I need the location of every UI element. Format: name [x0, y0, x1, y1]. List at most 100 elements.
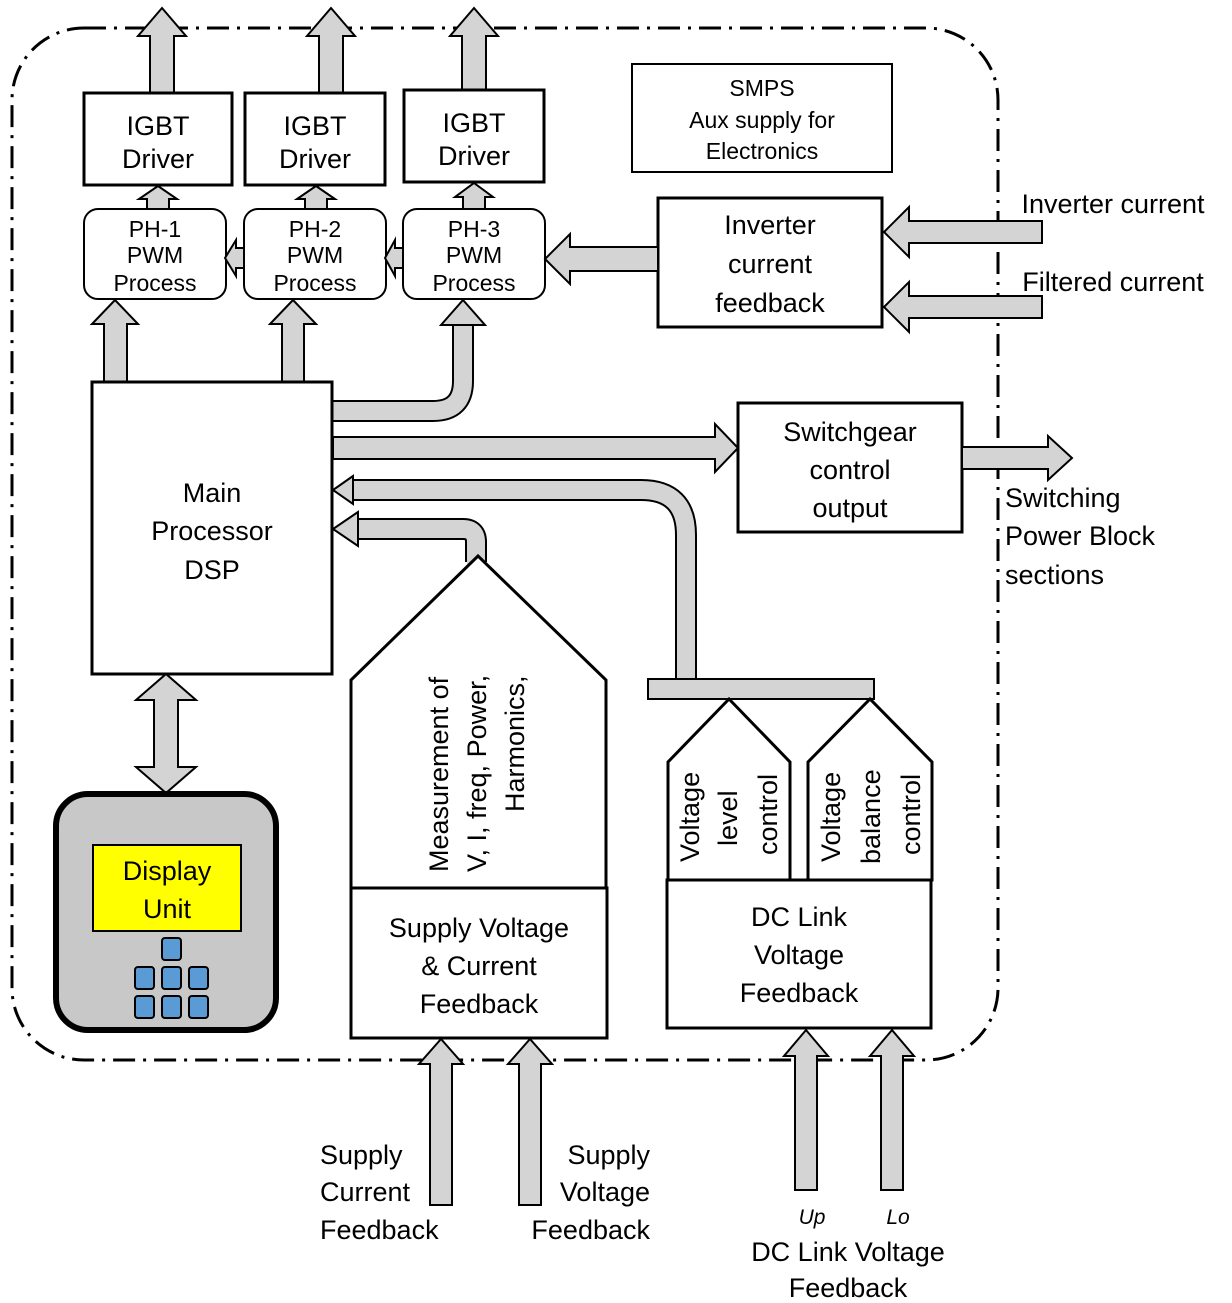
- smps-box: [631, 63, 893, 173]
- dclink-label-line3: Feedback: [740, 978, 859, 1008]
- keypad-key[interactable]: [161, 995, 182, 1019]
- filtered-current-label: Filtered current: [1022, 267, 1204, 297]
- dsp-label-line2: Processor: [151, 516, 273, 546]
- inverter-current-label: Inverter current: [1021, 189, 1205, 219]
- pwm3-label-line2: PWM: [446, 242, 502, 268]
- vbc-label-line1: Voltage: [816, 772, 846, 862]
- svf-label-line1: Supply: [567, 1140, 650, 1170]
- svcf-label-line3: Feedback: [420, 989, 539, 1019]
- measurement-label-line1: Measurement of: [424, 676, 454, 872]
- vbc-label-line3: control: [896, 774, 926, 855]
- pwm1-label-line2: PWM: [127, 242, 183, 268]
- igbt2-output-arrow: [304, 6, 358, 94]
- icf-label-line3: feedback: [715, 288, 825, 318]
- igbt3-label-line2: Driver: [438, 141, 510, 171]
- pwm2-to-igbt2-arrow: [293, 184, 339, 210]
- scf-label-line2: Current: [320, 1177, 411, 1207]
- igbt1-label-line2: Driver: [122, 144, 194, 174]
- main-processor-dsp-box: [90, 380, 334, 676]
- dsp-label-line1: Main: [183, 478, 242, 508]
- smps-label-line2: Aux supply for: [689, 107, 835, 133]
- pwm1-label-line1: PH-1: [129, 216, 181, 242]
- pwm3-to-pwm2-arrow: [383, 236, 404, 280]
- dc-link-bus-bar: [647, 678, 875, 700]
- scf-label-line1: Supply: [320, 1140, 403, 1170]
- dclink-up-input-arrow: [781, 1028, 831, 1191]
- keypad-key[interactable]: [134, 966, 155, 990]
- up-label: Up: [799, 1206, 826, 1229]
- display-label-line2: Unit: [143, 894, 192, 924]
- spb-label-line2: Power Block: [1005, 521, 1156, 551]
- measurement-label-line3: Harmonics,: [500, 675, 530, 812]
- vlc-label-line2: level: [713, 790, 743, 846]
- switchgear-output-arrow: [961, 433, 1074, 483]
- filtered-current-input-arrow: [882, 279, 1043, 335]
- igbt2-label-line1: IGBT: [283, 111, 346, 141]
- display-unit-screen: [92, 844, 242, 932]
- dsp-to-switchgear-arrow: [332, 421, 740, 475]
- smps-label-line1: SMPS: [729, 75, 794, 101]
- pwm3-label-line1: PH-3: [448, 216, 500, 242]
- keypad-key[interactable]: [161, 937, 182, 961]
- igbt-driver-1: [82, 91, 234, 187]
- keypad: [134, 937, 209, 1019]
- icf-label-line1: Inverter: [724, 210, 816, 240]
- dcvf-label-line2: Feedback: [789, 1273, 908, 1303]
- igbt-driver-2: [243, 91, 387, 187]
- dsp-display-bidirectional-arrow: [133, 672, 199, 795]
- igbt3-output-arrow: [447, 6, 501, 91]
- pwm1-label-line3: Process: [113, 270, 196, 296]
- svcf-label-line1: Supply Voltage: [389, 913, 569, 943]
- sw-label-line3: output: [812, 493, 888, 523]
- pwm2-label-line1: PH-2: [289, 216, 341, 242]
- display-label-line1: Display: [123, 856, 212, 886]
- svf-label-line3: Feedback: [531, 1215, 650, 1245]
- dsp-to-pwm3-pipe-fill: [331, 322, 472, 420]
- spb-label-line1: Switching: [1005, 483, 1121, 513]
- dclink-lo-input-arrow: [867, 1028, 917, 1191]
- supply-current-input-arrow: [416, 1037, 466, 1206]
- icf-label-line2: current: [728, 249, 813, 279]
- lo-label: Lo: [886, 1206, 910, 1229]
- dcvf-label-line1: DC Link Voltage: [751, 1237, 945, 1267]
- svf-label-line2: Voltage: [560, 1177, 650, 1207]
- spb-label-line3: sections: [1005, 560, 1104, 590]
- sw-label-line2: control: [809, 455, 890, 485]
- vlc-label-line1: Voltage: [675, 772, 705, 862]
- pwm3-to-igbt3-arrow: [451, 181, 497, 210]
- igbt2-label-line2: Driver: [279, 144, 351, 174]
- keypad-key[interactable]: [134, 995, 155, 1019]
- dsp-to-pwm2-arrow: [267, 298, 319, 383]
- svcf-label-line2: & Current: [421, 951, 537, 981]
- dc-link-voltage-feedback-box: [665, 878, 933, 1030]
- measurement-to-dsp-arrowhead: [331, 510, 359, 548]
- igbt3-label-line1: IGBT: [442, 108, 505, 138]
- keypad-key[interactable]: [188, 995, 209, 1019]
- pwm2-label-line2: PWM: [287, 242, 343, 268]
- pwm2-to-pwm1-arrow: [223, 236, 245, 280]
- pwm1-to-igbt1-arrow: [135, 184, 181, 210]
- igbt1-output-arrow: [135, 6, 189, 94]
- scf-label-line3: Feedback: [320, 1215, 439, 1245]
- vbc-label-line2: balance: [856, 769, 886, 864]
- inverter-current-input-arrow: [882, 204, 1043, 260]
- dsp-label-line3: DSP: [184, 555, 240, 585]
- igbt1-label-line1: IGBT: [126, 111, 189, 141]
- controller-enclosure: [10, 26, 1000, 1062]
- dclink-to-dsp-pipe-fill: [350, 481, 695, 681]
- measurement-label-line2: V, I, freq, Power,: [462, 675, 492, 872]
- dsp-to-pwm1-arrow: [89, 298, 141, 383]
- dclink-to-dsp-arrowhead: [331, 474, 354, 506]
- supply-voltage-input-arrow: [505, 1037, 555, 1206]
- keypad-key[interactable]: [188, 966, 209, 990]
- smps-label-line3: Electronics: [706, 138, 818, 164]
- dclink-label-line2: Voltage: [754, 940, 844, 970]
- dsp-to-pwm3-arrowhead: [438, 298, 488, 326]
- vlc-label-line3: control: [753, 774, 783, 855]
- icf-to-pwm3-arrow: [543, 231, 659, 287]
- measurement-to-dsp-pipe-fill: [355, 520, 485, 564]
- dsp-to-pwm3-pipe: [333, 324, 474, 422]
- pwm2-label-line3: Process: [273, 270, 356, 296]
- keypad-key[interactable]: [161, 966, 182, 990]
